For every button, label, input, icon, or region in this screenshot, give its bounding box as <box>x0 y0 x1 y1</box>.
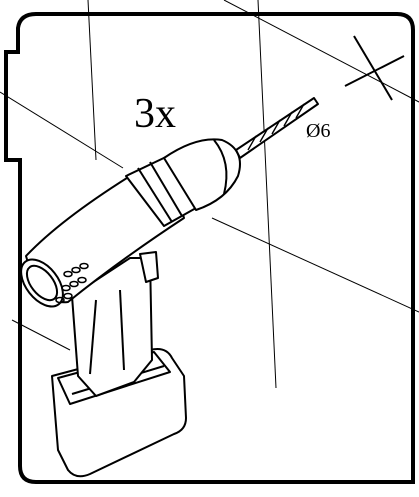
repeat-count-label: 3x <box>134 91 176 137</box>
panel-frame <box>4 12 415 484</box>
cross-target-mark-icon <box>344 35 405 101</box>
drill-diameter-label: Ø6 <box>306 120 331 142</box>
cordless-drill-icon <box>20 97 319 478</box>
